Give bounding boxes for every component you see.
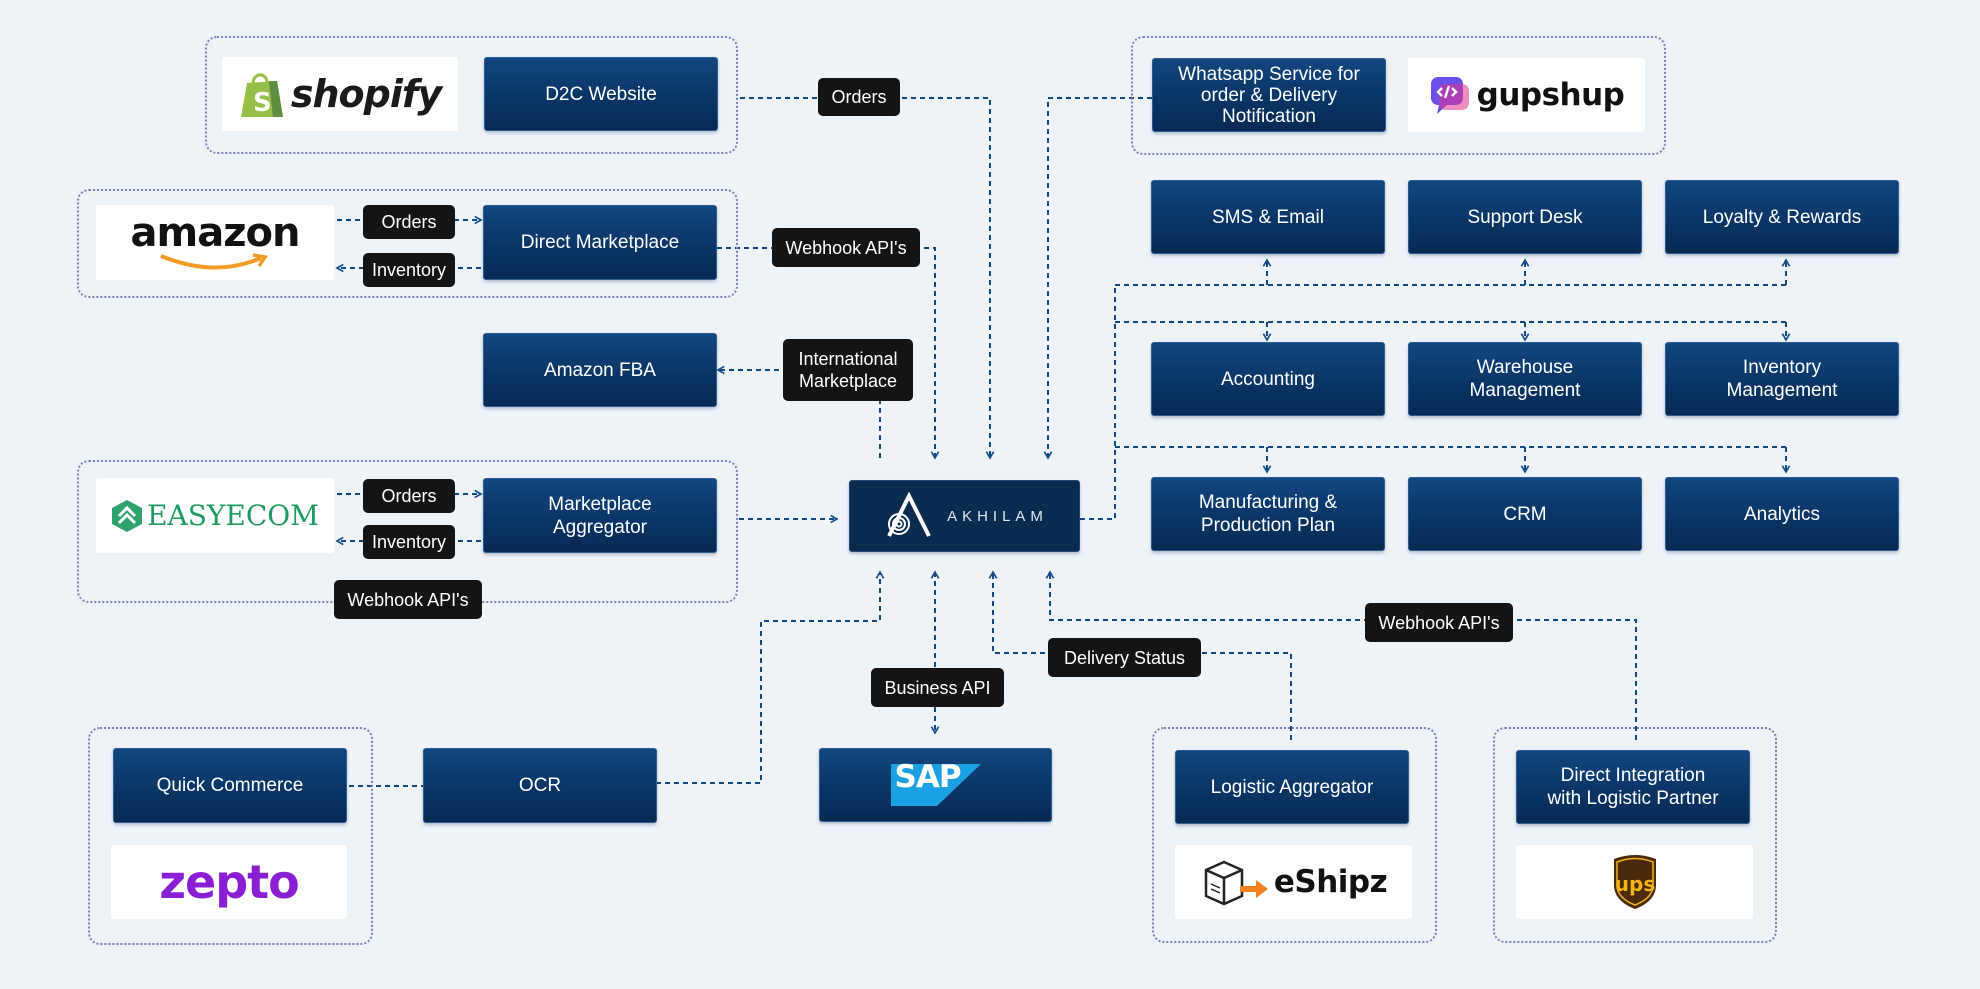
shopify-logo: S shopify <box>222 57 458 131</box>
ups-logo: ups <box>1516 845 1753 919</box>
tag-webhook-logistic: Webhook API's <box>1365 603 1513 642</box>
eshipz-logo: eShipz <box>1175 845 1412 919</box>
svg-text:S: S <box>253 88 272 118</box>
accounting-node[interactable]: Accounting <box>1151 342 1385 416</box>
eshipz-wordmark: eShipz <box>1273 864 1388 900</box>
tag-international-marketplace: International Marketplace <box>783 339 913 401</box>
connector-logistic-webhook <box>1045 570 1637 740</box>
manufacturing-node[interactable]: Manufacturing & Production Plan <box>1151 477 1385 551</box>
tag-business-api: Business API <box>871 668 1004 707</box>
amazon-logo: amazon <box>96 205 334 280</box>
sap-logo: SAP <box>890 759 981 806</box>
spiral-a-icon <box>887 492 931 537</box>
group-zepto <box>88 727 373 945</box>
sap-node[interactable]: SAP <box>819 748 1052 822</box>
amazon-fba-node[interactable]: Amazon FBA <box>483 333 717 407</box>
tag-orders-d2c: Orders <box>818 78 900 116</box>
group-amazon <box>77 189 738 298</box>
easyecom-wordmark: EASYECOM <box>147 499 319 532</box>
box-arrow-icon <box>1204 860 1268 906</box>
easyecom-logo: EASYECOM <box>96 478 334 553</box>
support-desk-node[interactable]: Support Desk <box>1408 180 1642 254</box>
ocr-node[interactable]: OCR <box>423 748 657 823</box>
warehouse-management-node[interactable]: Warehouse Management <box>1408 342 1642 416</box>
ups-wordmark: ups <box>1614 872 1654 896</box>
akhilam-core-node[interactable]: AKHILAM <box>849 480 1080 552</box>
analytics-node[interactable]: Analytics <box>1665 477 1899 551</box>
marketplace-aggregator-node[interactable]: Marketplace Aggregator <box>483 478 717 553</box>
tag-delivery-status: Delivery Status <box>1048 638 1201 677</box>
zepto-wordmark: zepto <box>159 855 299 909</box>
akhilam-wordmark: AKHILAM <box>947 507 1048 525</box>
sms-email-node[interactable]: SMS & Email <box>1151 180 1385 254</box>
d2c-website-node[interactable]: D2C Website <box>484 57 718 131</box>
hexagon-arrow-icon <box>112 499 143 532</box>
logistic-aggregator-node[interactable]: Logistic Aggregator <box>1175 750 1409 824</box>
tag-orders-easyecom: Orders <box>363 479 455 513</box>
whatsapp-service-node[interactable]: Whatsapp Service for order & Delivery No… <box>1152 58 1386 132</box>
tag-inventory-easyecom: Inventory <box>363 525 455 559</box>
tag-webhook-direct: Webhook API's <box>772 228 920 267</box>
inventory-management-node[interactable]: Inventory Management <box>1665 342 1899 416</box>
shopify-wordmark: shopify <box>290 72 442 116</box>
connector-fba <box>716 365 881 458</box>
quick-commerce-node[interactable]: Quick Commerce <box>113 748 347 823</box>
gupshup-logo: gupshup <box>1408 58 1645 132</box>
direct-marketplace-node[interactable]: Direct Marketplace <box>483 205 717 280</box>
sap-wordmark: SAP <box>894 759 962 795</box>
gupshup-wordmark: gupshup <box>1476 77 1625 113</box>
shield-icon: ups <box>1613 855 1656 909</box>
group-gupshup <box>1131 36 1666 155</box>
group-eshipz <box>1152 727 1437 943</box>
loyalty-rewards-node[interactable]: Loyalty & Rewards <box>1665 180 1899 254</box>
connector-d2c-orders <box>740 97 995 460</box>
tag-orders-amazon: Orders <box>363 205 455 239</box>
connector-whatsapp <box>1043 97 1152 460</box>
smile-arrow-icon <box>160 252 268 270</box>
crm-node[interactable]: CRM <box>1408 477 1642 551</box>
shopping-bag-icon: S <box>240 73 283 118</box>
chat-code-icon <box>1430 77 1469 114</box>
group-ups <box>1493 727 1777 943</box>
direct-integration-node[interactable]: Direct Integration with Logistic Partner <box>1516 750 1750 824</box>
tag-inventory-amazon: Inventory <box>363 253 455 287</box>
connector-akhilam-services <box>1080 285 1116 520</box>
group-shopify <box>205 36 738 154</box>
zepto-logo: zepto <box>111 845 347 919</box>
tag-webhook-easyecom: Webhook API's <box>334 580 482 619</box>
amazon-wordmark: amazon <box>130 209 301 256</box>
